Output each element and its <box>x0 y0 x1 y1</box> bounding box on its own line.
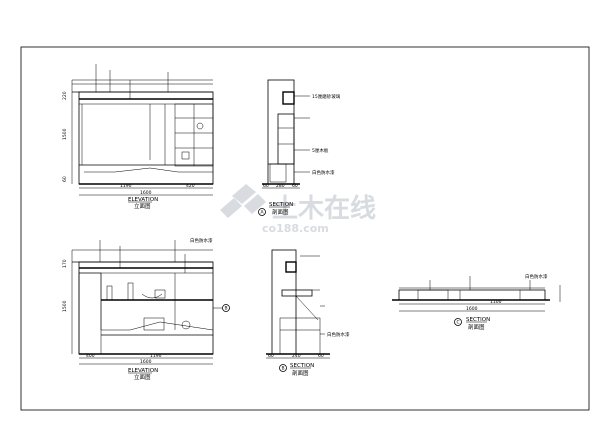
dim-label: 60 <box>318 353 324 359</box>
dim-label: 1600 <box>140 190 152 196</box>
dim-label: 420 <box>186 183 195 189</box>
section-marker-label: B <box>282 366 285 372</box>
view-title-cn: 剖面图 <box>468 323 485 331</box>
section-marker <box>454 318 462 326</box>
sheet-border <box>20 46 590 411</box>
dim-label: 1500 <box>62 128 68 140</box>
watermark-text: 土木在线 <box>272 194 376 224</box>
dim-label: 60 <box>62 176 68 182</box>
view-title-en: ELEVATION <box>128 197 158 203</box>
section-label: 5厘木板 <box>312 147 329 154</box>
section-label: 15厘磨砂玻璃 <box>312 93 341 100</box>
dim-label: 1190 <box>120 183 132 189</box>
dim-label: 170 <box>62 259 68 268</box>
elevation-label: 白色防水漆 <box>190 237 213 244</box>
bottom-section-view: 白色防水漆 60 240 60 B SECTION 剖面图 <box>266 249 350 377</box>
watermark-subtext: co188.com <box>262 222 329 235</box>
top-section-view: 15厘磨砂玻璃 5厘木板 白色防水漆 60 280 60 A SECTION 剖… <box>258 79 341 216</box>
right-section-view: 白色防水漆 1100 1600 C SECTION 剖面图 <box>392 273 561 331</box>
section-marker-label: A <box>261 210 265 216</box>
watermark: 土木在线 co188.com <box>220 184 376 235</box>
view-title-en: ELEVATION <box>128 368 158 374</box>
dim-label: 220 <box>62 91 68 100</box>
dim-label: 60 <box>292 183 298 189</box>
section-label: 白色防水漆 <box>525 273 548 280</box>
bottom-elevation-view: 1500 170 400 1190 1600 白色防水漆 B ELEVATION… <box>62 237 230 381</box>
dim-label: 1600 <box>466 306 478 312</box>
view-title-en: SECTION <box>466 317 490 323</box>
dim-label: 400 <box>86 353 95 359</box>
view-title-en: SECTION <box>290 363 314 369</box>
view-title-cn: 剖面图 <box>272 208 289 216</box>
dim-label: 1190 <box>150 353 162 359</box>
section-marker <box>258 208 266 216</box>
section-marker <box>279 364 287 372</box>
view-title-en: SECTION <box>269 202 293 208</box>
dim-label: 1600 <box>140 359 152 365</box>
top-elevation-view: 1500 220 60 1190 420 1600 ELEVATION 立面图 <box>62 64 214 210</box>
watermark-logo-icon <box>220 184 266 218</box>
section-label: 白色防水漆 <box>327 331 350 338</box>
dim-label: 280 <box>276 183 285 189</box>
dim-label: 1500 <box>62 300 68 312</box>
dim-label: 1100 <box>490 299 502 305</box>
view-title-cn: 立面图 <box>134 373 151 381</box>
dim-label: 240 <box>292 353 301 359</box>
view-title-cn: 剖面图 <box>292 369 309 377</box>
section-label: 白色防水漆 <box>312 169 335 176</box>
view-title-cn: 立面图 <box>134 202 151 210</box>
section-marker-label: C <box>457 320 460 326</box>
dim-label: 60 <box>263 183 269 189</box>
dim-label: 60 <box>268 353 274 359</box>
section-marker <box>222 304 230 312</box>
section-marker-label: B <box>225 306 228 312</box>
